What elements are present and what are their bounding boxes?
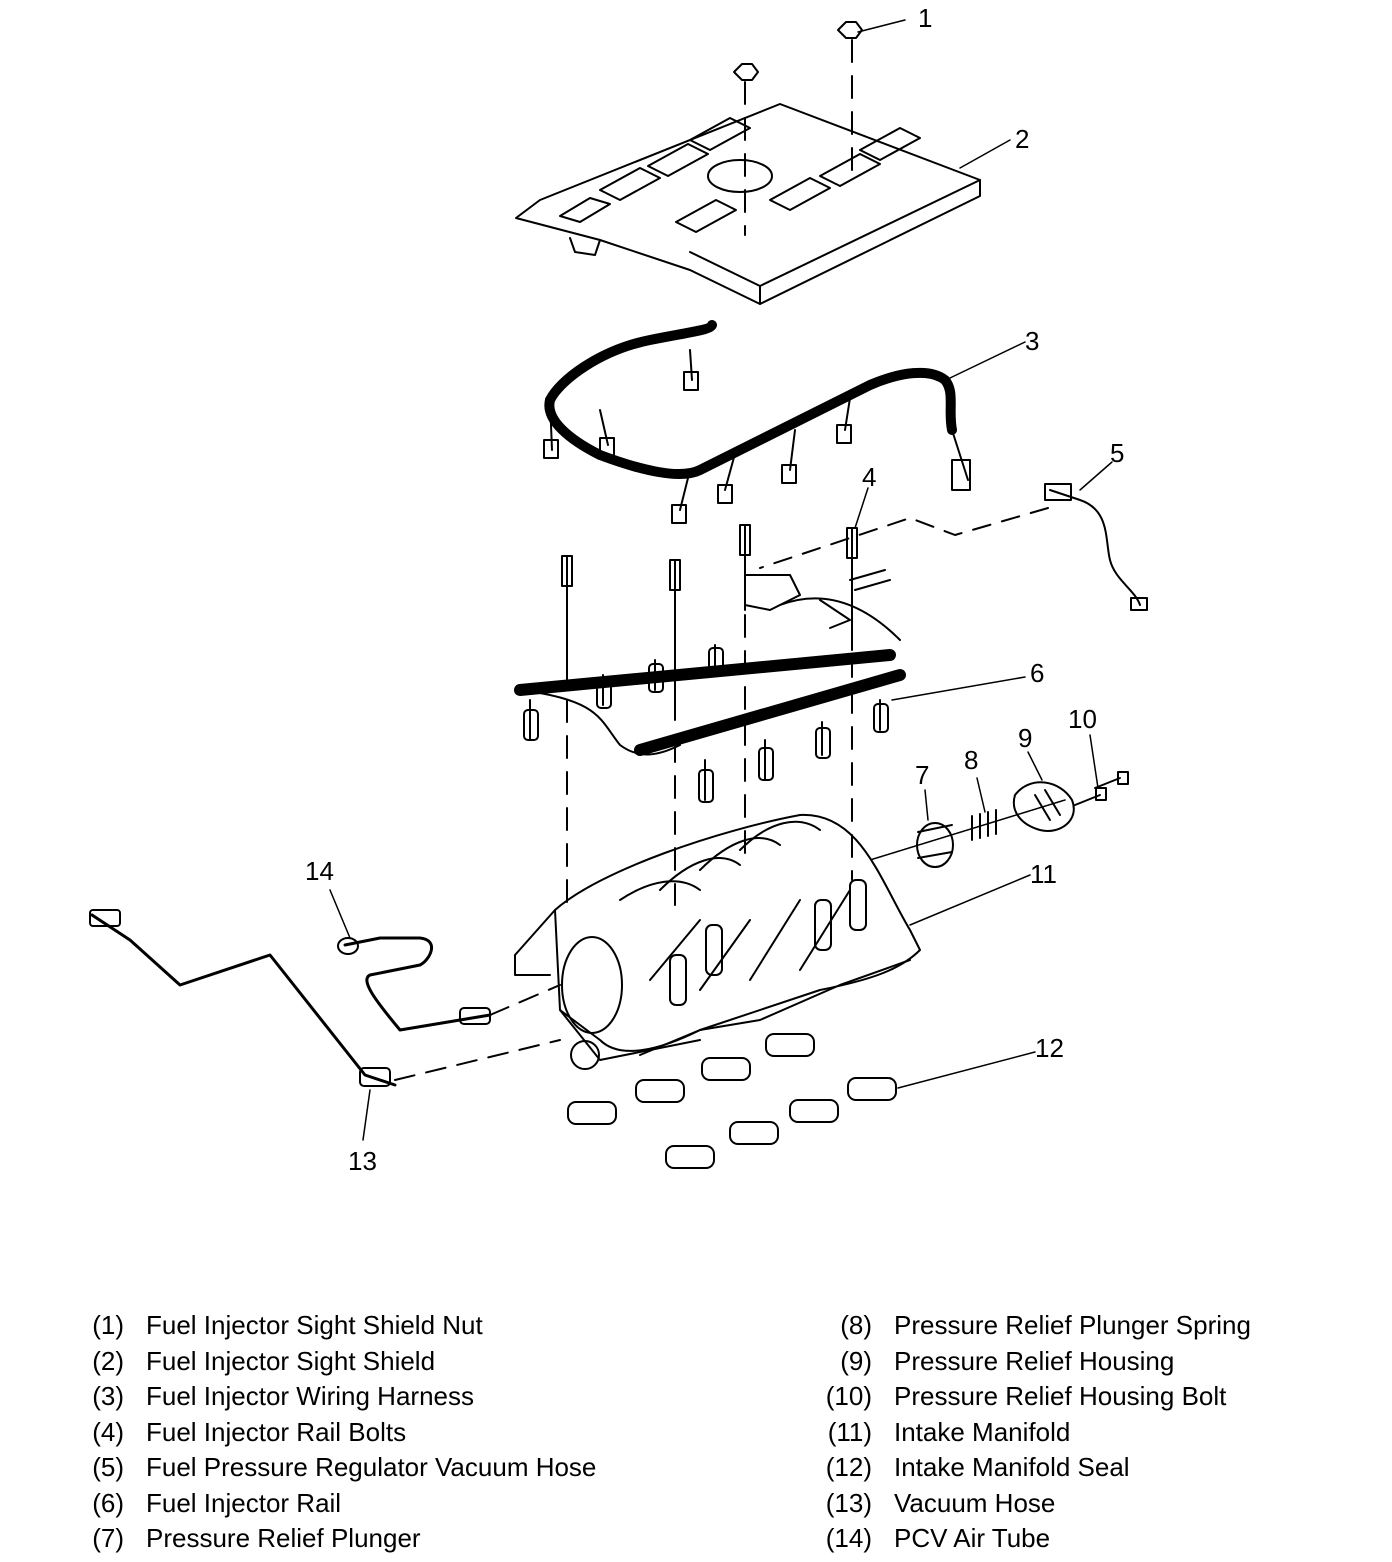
callout-2: 2	[1015, 124, 1029, 154]
regulator-vacuum-hose-part	[759, 483, 1148, 611]
legend-label: Fuel Injector Rail	[146, 1487, 342, 1518]
legend-item: (3) Fuel Injector Wiring Harness	[88, 1379, 596, 1415]
legend-item: (14) PCV Air Tube	[818, 1521, 1251, 1557]
legend-label: Pressure Relief Plunger Spring	[894, 1310, 1251, 1340]
legend-number: (10)	[825, 1381, 872, 1411]
callout-9: 9	[1018, 723, 1032, 753]
legend-item: (8) Pressure Relief Plunger Spring	[818, 1308, 1251, 1344]
legend-label: PCV Air Tube	[894, 1523, 1051, 1553]
fuel-injector-rail-part	[514, 569, 906, 803]
exploded-view-diagram: 1 2 3 4 5 6 7 8 9 10 11 12 13 14	[89, 3, 1148, 1176]
legend-number: (6)	[92, 1487, 124, 1518]
callout-14: 14	[305, 856, 334, 886]
rail-bolt-part	[561, 524, 858, 721]
legend-number: (1)	[92, 1310, 124, 1340]
callout-4: 4	[862, 462, 876, 492]
legend-number: (7)	[92, 1523, 124, 1553]
legend-number: (13)	[825, 1487, 872, 1518]
legend-label: Pressure Relief Housing	[894, 1345, 1175, 1376]
legend-number: (2)	[92, 1345, 124, 1376]
legend-number: (8)	[840, 1310, 872, 1340]
callout-5: 5	[1110, 438, 1124, 468]
legend-label: Pressure Relief Plunger	[146, 1523, 421, 1553]
callout-7: 7	[915, 760, 929, 790]
legend-label: Fuel Injector Sight Shield	[146, 1345, 436, 1376]
legend-item: (4) Fuel Injector Rail Bolts	[88, 1415, 596, 1451]
legend-item: (7) Pressure Relief Plunger	[88, 1521, 596, 1557]
legend-number: (14)	[825, 1523, 872, 1553]
legend-item: (12) Intake Manifold Seal	[818, 1450, 1251, 1486]
legend-number: (4)	[92, 1416, 124, 1447]
callout-13: 13	[348, 1146, 377, 1176]
callout-8: 8	[964, 745, 978, 775]
legend-number: (3)	[92, 1381, 124, 1411]
leader-lines	[329, 19, 1113, 1141]
legend-label: Vacuum Hose	[894, 1487, 1056, 1518]
legend-number: (11)	[827, 1416, 872, 1447]
legend-label: Fuel Pressure Regulator Vacuum Hose	[146, 1452, 597, 1482]
sight-shield-part	[515, 103, 981, 305]
legend-item: (13) Vacuum Hose	[818, 1486, 1251, 1522]
pressure-relief-plunger-part	[916, 822, 954, 868]
alignment-lines	[566, 39, 853, 906]
legend-right-column: (8) Pressure Relief Plunger Spring (9) Pre…	[818, 1308, 1251, 1557]
legend-label: Fuel Injector Wiring Harness	[146, 1381, 474, 1411]
legend-item: (10) Pressure Relief Housing Bolt	[818, 1379, 1251, 1415]
legend-left-column: (1) Fuel Injector Sight Shield Nut (2) Fue…	[88, 1308, 596, 1557]
legend-item: (1) Fuel Injector Sight Shield Nut	[88, 1308, 596, 1344]
pcv-air-tube-part	[337, 936, 561, 1032]
legend-label: Intake Manifold Seal	[894, 1452, 1130, 1482]
legend-label: Fuel Injector Sight Shield Nut	[146, 1310, 483, 1340]
callout-3: 3	[1025, 326, 1039, 356]
callout-1: 1	[918, 3, 932, 33]
callout-10: 10	[1068, 704, 1097, 734]
legend-label: Pressure Relief Housing Bolt	[894, 1381, 1227, 1411]
legend-number: (12)	[825, 1452, 872, 1482]
callout-12: 12	[1035, 1033, 1064, 1063]
wiring-harness-part	[543, 320, 971, 524]
intake-manifold-part	[514, 813, 921, 1070]
callout-6: 6	[1030, 658, 1044, 688]
legend-item: (5) Fuel Pressure Regulator Vacuum Hose	[88, 1450, 596, 1486]
intake-manifold-seal-part	[567, 1033, 897, 1169]
legend-number: (5)	[92, 1452, 124, 1482]
legend-number: (9)	[840, 1345, 872, 1376]
legend-label: Fuel Injector Rail Bolts	[146, 1416, 407, 1447]
vacuum-hose-part	[89, 909, 561, 1087]
legend-item: (2) Fuel Injector Sight Shield	[88, 1344, 596, 1380]
legend-item: (11) Intake Manifold	[818, 1415, 1251, 1451]
legend-label: Intake Manifold	[894, 1416, 1071, 1447]
legend-item: (9) Pressure Relief Housing	[818, 1344, 1251, 1380]
legend-item: (6) Fuel Injector Rail	[88, 1486, 596, 1522]
callout-11: 11	[1030, 859, 1057, 889]
pressure-relief-bolt-part	[1074, 771, 1129, 806]
sight-shield-nut-part	[733, 21, 863, 81]
